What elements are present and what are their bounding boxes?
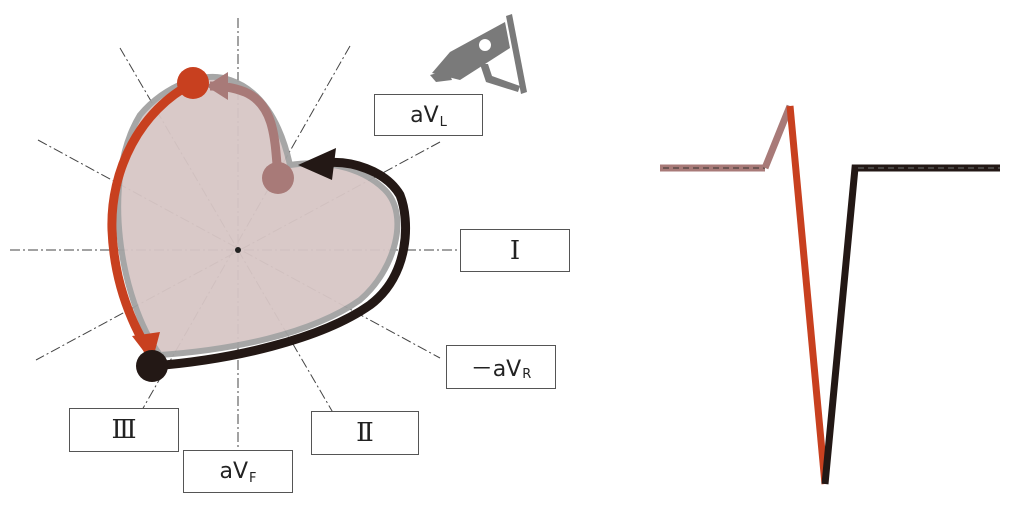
camera-icon xyxy=(430,14,527,94)
qrs-waveform xyxy=(660,104,1000,485)
neg-avr-subscript: R xyxy=(522,366,532,382)
early-start-dot xyxy=(262,162,294,194)
lead-2-text: Ⅱ xyxy=(356,418,374,448)
avf-main-text: aV xyxy=(219,459,249,484)
early-arrowhead xyxy=(206,72,228,100)
avf-subscript: F xyxy=(249,471,257,486)
avl-subscript: L xyxy=(439,114,447,130)
axis-avr xyxy=(37,139,441,359)
lead-label-lead-3: Ⅲ xyxy=(69,408,179,452)
depolarization-arrow-late xyxy=(151,157,411,371)
lead-3-text: Ⅲ xyxy=(111,415,137,445)
q-upstroke xyxy=(761,104,794,170)
late-arrowhead xyxy=(298,148,336,180)
lead-label-lead-1: Ⅰ xyxy=(460,229,570,272)
s-upstroke xyxy=(821,164,1000,485)
axis-center xyxy=(235,247,241,253)
r-downstroke xyxy=(786,105,829,485)
lead-1-text: Ⅰ xyxy=(509,235,521,266)
axis-lead-3 xyxy=(117,45,351,453)
neg-avr-main-text: －aV xyxy=(470,357,522,382)
depolarization-arrow-mid xyxy=(107,78,196,353)
mid-start-dot xyxy=(177,67,209,99)
lead-label-lead-2: Ⅱ xyxy=(311,411,419,455)
avl-main-text: aV xyxy=(410,102,439,128)
late-start-dot xyxy=(136,350,168,382)
